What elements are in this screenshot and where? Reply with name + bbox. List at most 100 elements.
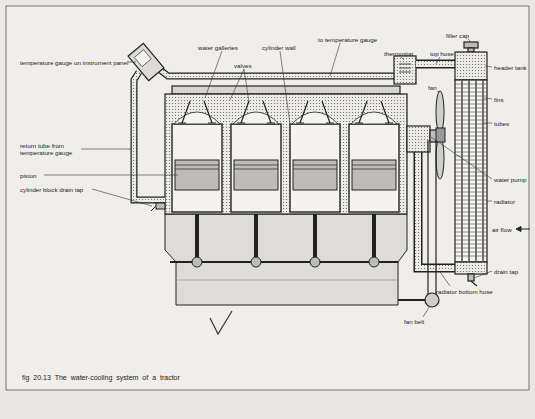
connecting-rods (251, 257, 261, 267)
pistons (352, 160, 396, 190)
pistons (175, 160, 396, 190)
water-pump (407, 126, 430, 152)
pistons (293, 160, 337, 190)
leader-lines (487, 201, 492, 202)
leader-lines (483, 123, 492, 124)
part-label: fins (494, 96, 504, 103)
radiator (455, 262, 487, 274)
leader-lines (44, 39, 492, 317)
leader-lines (44, 175, 178, 176)
air-flow-arrow (516, 227, 530, 232)
leader-lines (81, 149, 131, 150)
pistons (175, 165, 396, 169)
valves (296, 101, 334, 123)
part-label: cylinder wall (262, 44, 296, 51)
temperature-tubes (134, 72, 165, 200)
fan-belt (435, 140, 436, 300)
leader-lines (468, 39, 471, 42)
fan-belt (425, 293, 439, 307)
part-label: fan (428, 84, 437, 91)
fan (436, 128, 445, 142)
leader-lines (92, 189, 152, 206)
temperature-gauge (128, 43, 164, 80)
valves (355, 101, 393, 123)
temperature-gauge (134, 50, 151, 67)
part-label: return tube from temperature gauge (20, 142, 82, 156)
cylinders (231, 124, 281, 212)
water-jacket (165, 86, 407, 214)
cylinders (172, 124, 222, 212)
leader-lines (401, 57, 404, 60)
radiator (455, 52, 487, 80)
radiator (468, 274, 474, 281)
temperature-tubes (155, 66, 394, 76)
valves (178, 101, 393, 123)
radiator (455, 80, 487, 262)
temperature-tubes (155, 66, 394, 76)
part-label: temperature gauge on instrument panel (20, 59, 128, 66)
leader-lines (330, 43, 340, 76)
leader-lines (280, 51, 290, 124)
temperature-gauge (128, 43, 164, 80)
leader-lines (474, 271, 492, 278)
valves (178, 101, 216, 123)
part-label: water pump (494, 176, 526, 183)
radiator (471, 281, 477, 286)
figure-caption: fig 20.13 The water-cooling system of a … (22, 374, 180, 382)
part-label: top hose (430, 50, 454, 57)
leader-lines (230, 69, 249, 102)
leader-lines (484, 98, 492, 99)
temperature-tubes (134, 66, 394, 200)
leader-lines (440, 272, 450, 286)
valves (237, 101, 275, 123)
part-label: thermostat (384, 50, 413, 57)
leader-lines (437, 91, 440, 92)
part-label: header tank (494, 64, 527, 71)
part-label: water galleries (198, 44, 238, 51)
radiator (455, 42, 487, 286)
part-label: air flow (492, 226, 512, 233)
part-label: fan belt (404, 318, 424, 325)
radiator (462, 80, 483, 262)
crankcase (165, 214, 407, 305)
thermostat (399, 64, 411, 72)
connecting-rods (369, 257, 379, 267)
fan (436, 91, 444, 133)
block-drain-tap (151, 203, 165, 211)
block-drain-tap (151, 206, 156, 211)
leader-lines (423, 306, 430, 317)
part-label: drain tap (494, 268, 518, 275)
part-label: valves (234, 62, 252, 69)
figure-frame (6, 6, 529, 390)
water-jacket (165, 94, 407, 214)
part-label: to temperature gauge (318, 36, 377, 43)
pistons (234, 160, 278, 190)
part-label: filler cap (446, 32, 469, 39)
thermostat (394, 56, 416, 84)
block-drain-tap (156, 203, 165, 209)
part-label: piston (20, 172, 37, 179)
air-flow-arrow (516, 227, 521, 232)
connecting-rods (192, 257, 202, 267)
connecting-rods (170, 261, 398, 263)
fan-belt (427, 140, 428, 300)
cylinders (349, 124, 399, 212)
connecting-rods (310, 257, 320, 267)
connecting-rods (398, 299, 426, 301)
fan-belt (425, 140, 439, 307)
cylinders (290, 124, 340, 212)
leader-lines (485, 66, 492, 67)
hand-checkmark (210, 311, 232, 334)
pistons (175, 160, 219, 190)
part-label: tubes (494, 120, 509, 127)
part-label: radiator bottom hose (436, 288, 493, 295)
leader-lines (436, 57, 440, 64)
temperature-tubes (134, 72, 165, 200)
part-label: radiator (494, 198, 515, 205)
leader-lines (205, 51, 222, 98)
part-label: cylinder block drain tap (20, 186, 83, 193)
leader-lines (128, 62, 136, 63)
cylinders (174, 112, 397, 124)
fan (436, 91, 445, 179)
